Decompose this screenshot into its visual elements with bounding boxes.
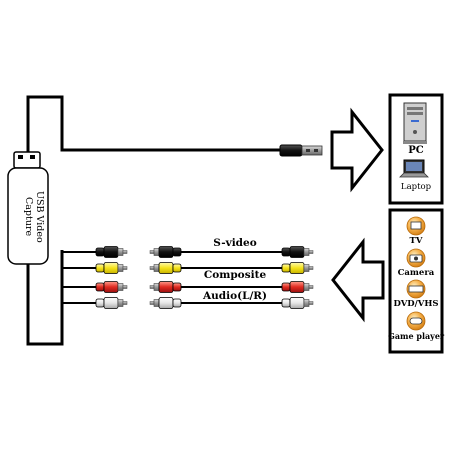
usb-cable xyxy=(26,95,282,346)
dvd-icon xyxy=(406,279,426,299)
audio-red-right-plug xyxy=(281,281,314,293)
composite-label: Composite xyxy=(203,269,267,281)
harness-composite-plug xyxy=(95,262,128,274)
composite-right-plug xyxy=(281,262,314,274)
pc-tower-icon xyxy=(403,102,427,144)
camera-icon xyxy=(406,248,426,268)
audio-white-right-plug xyxy=(281,297,314,309)
harness-wires xyxy=(62,251,96,304)
svideo-left-plug xyxy=(149,246,182,258)
tv-label: TV xyxy=(409,236,423,246)
tv-icon xyxy=(406,216,426,236)
composite-left-plug xyxy=(149,262,182,274)
harness-audio-white-plug xyxy=(95,297,128,309)
rca-plugs xyxy=(95,246,314,309)
pc-label: PC xyxy=(408,145,424,156)
usb-video-capture-device xyxy=(7,151,49,265)
source-panel xyxy=(388,208,444,354)
harness-audio-red-plug xyxy=(95,281,128,293)
svideo-right-plug xyxy=(281,246,314,258)
harness-svideo-plug xyxy=(95,246,128,258)
audio-white-left-plug xyxy=(149,297,182,309)
gamepad-icon xyxy=(406,311,426,331)
laptop-icon xyxy=(399,159,429,178)
audio-label: Audio(L/R) xyxy=(203,290,267,302)
arrow-from-sources-icon xyxy=(331,237,385,323)
audio-red-left-plug xyxy=(149,281,182,293)
usb-plug xyxy=(279,144,323,157)
game-player-label: Game player xyxy=(388,331,445,341)
camera-label: Camera xyxy=(397,268,435,278)
dvd-label: DVD/VHS xyxy=(393,299,439,309)
pc-panel xyxy=(388,93,444,205)
laptop-label: Laptop xyxy=(400,182,432,192)
device-label: USB Video Capture xyxy=(23,191,45,243)
arrow-to-pc-icon xyxy=(330,107,384,193)
svideo-label: S-video xyxy=(213,237,257,249)
